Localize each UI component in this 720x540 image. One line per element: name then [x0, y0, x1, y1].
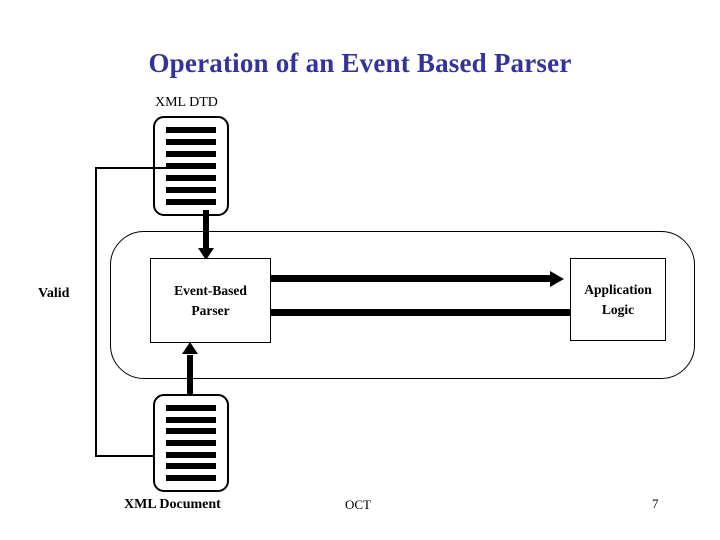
arrow-applogic-to-parser-shaft: [188, 309, 570, 316]
label-xml-dtd: XML DTD: [155, 95, 218, 110]
document-line: [166, 187, 216, 193]
xml-document-icon: [153, 394, 229, 492]
document-line: [166, 163, 216, 169]
valid-path-vertical-segment: [95, 167, 97, 457]
valid-path-bottom-segment: [95, 455, 192, 457]
document-line: [166, 139, 216, 145]
parser-scope-container: [110, 231, 695, 379]
node-parser-label-line2: Parser: [191, 302, 230, 318]
arrow-dtd-to-parser-head-icon: [198, 248, 214, 260]
node-applogic-label-line1: Application: [584, 281, 652, 297]
document-line: [166, 151, 216, 157]
document-line: [166, 175, 216, 181]
arrow-parser-to-applogic-shaft: [271, 275, 556, 282]
page-title: Operation of an Event Based Parser: [148, 48, 572, 78]
node-applogic-label-line2: Logic: [601, 301, 635, 317]
node-parser-label-line1: Event-Based: [174, 282, 247, 298]
document-line: [166, 199, 216, 205]
arrow-xmldoc-to-parser-head-icon: [182, 342, 198, 354]
footer-text: OCT: [345, 497, 371, 512]
document-line: [166, 127, 216, 133]
document-line: [166, 463, 216, 470]
document-line: [166, 439, 216, 446]
valid-path-top-segment: [95, 167, 192, 169]
arrow-xmldoc-to-parser-shaft: [187, 355, 193, 395]
document-line: [166, 451, 216, 458]
node-application-logic: Application Logic: [570, 258, 666, 341]
page-number: 7: [652, 496, 659, 511]
xml-dtd-document-icon: [153, 116, 229, 216]
arrow-dtd-to-parser-shaft: [203, 210, 209, 250]
label-xml-document: XML Document: [124, 497, 221, 512]
document-line: [166, 428, 216, 435]
document-line: [166, 416, 216, 423]
label-valid: Valid: [38, 286, 70, 301]
document-line: [166, 405, 216, 411]
arrow-parser-to-applogic-head-icon: [550, 271, 564, 287]
document-line: [166, 474, 216, 481]
node-event-based-parser: Event-Based Parser: [150, 258, 271, 343]
